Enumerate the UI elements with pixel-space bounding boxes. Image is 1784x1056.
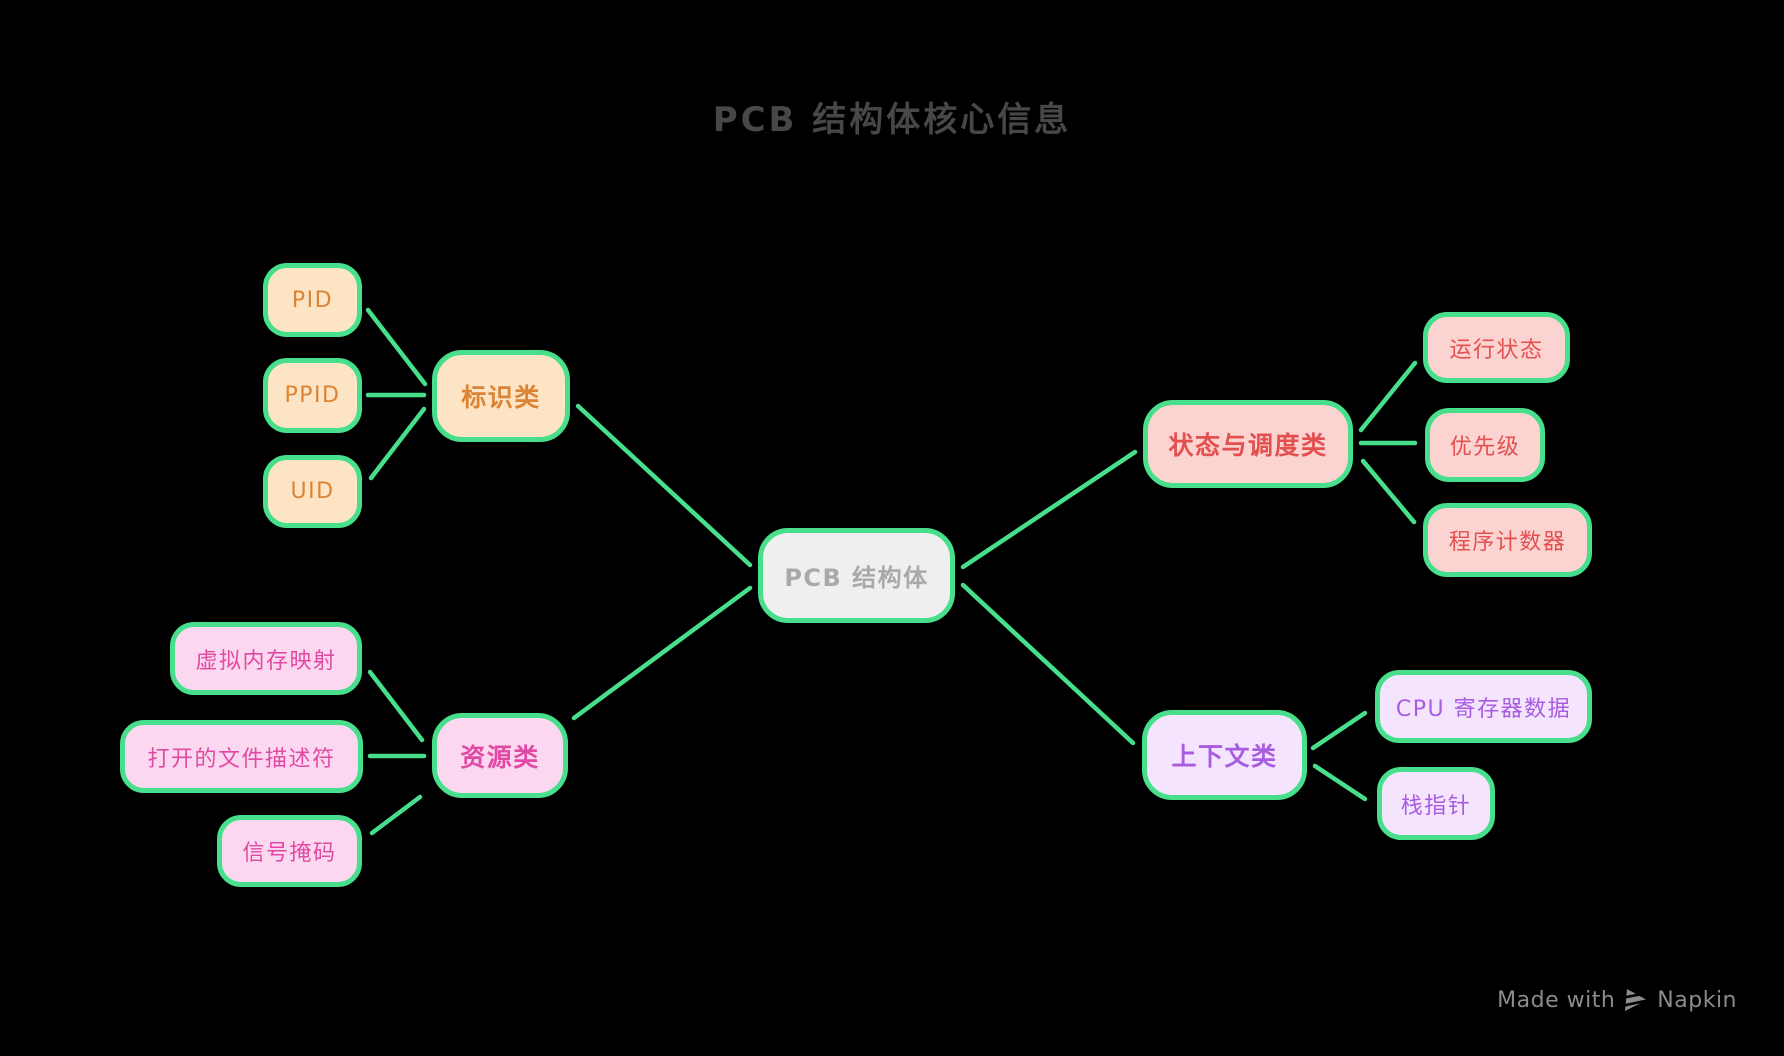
child-node-virtual-memory-map-label: 虚拟内存映射 [195,648,337,674]
edge-uid-identity [368,406,427,481]
edge-identity-center [575,403,753,568]
branch-node-context-label: 上下文类 [1171,742,1278,771]
branch-node-state-scheduling: 状态与调度类 [1143,400,1353,488]
edge-resource-center [571,585,753,721]
edge-context-stack-pointer [1312,763,1368,802]
edge-state-running [1358,360,1418,433]
center-node-pcb-struct: PCB 结构体 [758,528,955,623]
edge-signal-mask-resource [369,794,423,836]
branch-node-resources: 资源类 [432,713,568,798]
edge-context-cpu-registers [1310,710,1368,751]
child-node-running-state: 运行状态 [1423,312,1570,383]
child-node-program-counter-label: 程序计数器 [1448,530,1567,555]
child-node-pid: PID [263,263,362,337]
child-node-cpu-registers-label: CPU 寄存器数据 [1395,696,1572,722]
edge-center-state [960,449,1138,570]
branch-node-state-scheduling-label: 状态与调度类 [1168,431,1328,460]
child-node-uid-label: UID [290,479,335,504]
child-node-pid-label: PID [291,287,334,313]
branch-node-identity-label: 标识类 [461,383,541,412]
child-node-priority: 优先级 [1425,408,1545,482]
child-node-signal-mask-label: 信号掩码 [242,841,337,866]
page-title: PCB 结构体核心信息 [712,100,1072,140]
edge-center-context [960,582,1136,746]
child-node-stack-pointer: 栈指针 [1377,767,1495,840]
made-with-label: Made with [1497,987,1616,1013]
child-node-program-counter: 程序计数器 [1423,503,1592,577]
child-node-ppid: PPID [263,358,362,433]
child-node-priority-label: 优先级 [1449,435,1521,460]
branch-node-context: 上下文类 [1142,710,1307,800]
edge-pid-identity [365,307,428,387]
napkin-watermark: Made with Napkin [1497,986,1737,1014]
napkin-logo-icon [1624,989,1648,1011]
branch-node-identity: 标识类 [432,350,570,442]
child-node-open-file-descriptors-label: 打开的文件描述符 [147,746,336,772]
edge-virtual-memory-resource [367,669,425,743]
edge-state-program-counter [1360,458,1417,525]
child-node-stack-pointer-label: 栈指针 [1400,793,1472,819]
child-node-running-state-label: 运行状态 [1449,337,1544,363]
child-node-uid: UID [263,455,362,528]
child-node-virtual-memory-map: 虚拟内存映射 [170,622,362,695]
child-node-ppid-label: PPID [284,383,341,408]
center-node-label: PCB 结构体 [784,564,929,592]
child-node-open-file-descriptors: 打开的文件描述符 [120,720,363,793]
child-node-signal-mask: 信号掩码 [217,815,362,887]
branch-node-resources-label: 资源类 [460,742,540,772]
child-node-cpu-registers: CPU 寄存器数据 [1375,670,1592,743]
napkin-brand-label: Napkin [1657,987,1737,1013]
